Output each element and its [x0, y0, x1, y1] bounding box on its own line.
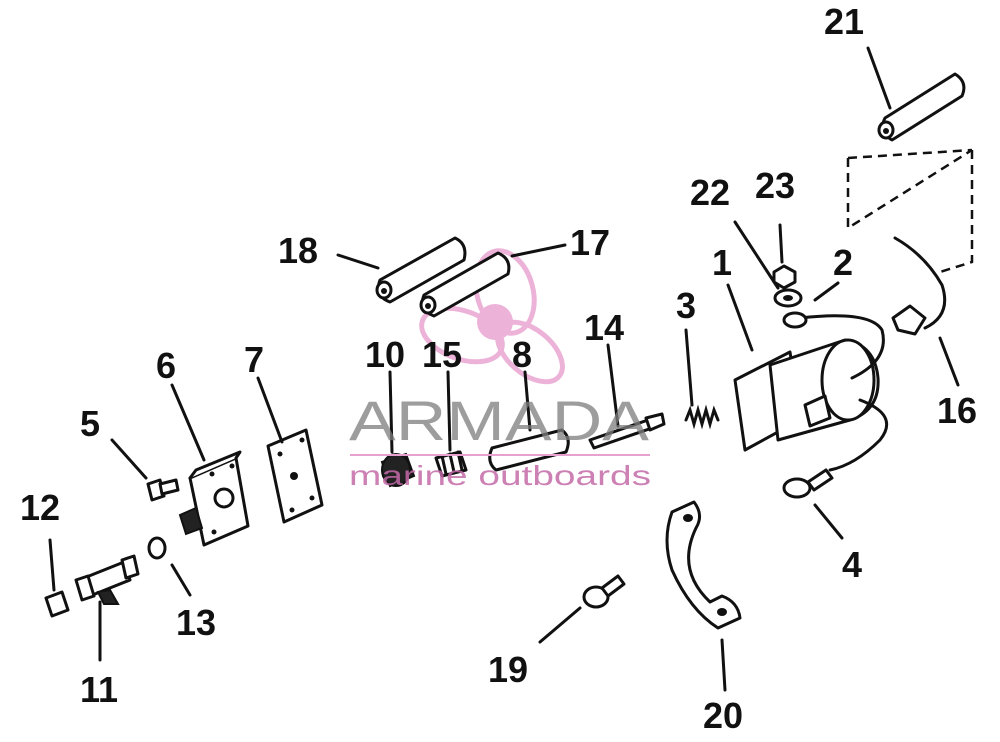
part-11-fitting [74, 554, 140, 605]
label-22: 22 [690, 172, 730, 213]
leader-5 [110, 438, 148, 480]
part-7-gasket [266, 428, 324, 524]
label-17: 17 [570, 222, 610, 263]
part-2-ring-terminal [782, 311, 808, 329]
label-16: 16 [937, 390, 977, 431]
part-12-cap [44, 590, 70, 618]
leader-4 [813, 503, 844, 540]
leader-16 [938, 336, 960, 387]
leader-22 [733, 220, 780, 290]
part-20-strap-clamp [665, 500, 742, 630]
part-8-sleeve [488, 428, 570, 472]
leader-23 [778, 223, 784, 264]
leader-1 [726, 283, 754, 352]
label-23: 23 [755, 165, 795, 206]
part-5-screw [146, 478, 180, 502]
part-10-bushing [380, 452, 416, 488]
leader-13 [170, 563, 192, 597]
label-19: 19 [488, 649, 528, 690]
label-8: 8 [512, 334, 532, 375]
part-4-ring-terminal [782, 468, 834, 499]
leader-2 [813, 281, 840, 302]
label-7: 7 [244, 339, 264, 380]
label-14: 14 [584, 307, 624, 348]
leader-8 [523, 370, 532, 432]
label-3: 3 [676, 285, 696, 326]
part-14-plunger-rod [588, 412, 666, 450]
label-10: 10 [365, 334, 405, 375]
label-1: 1 [712, 242, 732, 283]
part-16-wire-clamp [891, 236, 947, 336]
part-6-cover-plate [178, 450, 250, 547]
label-4: 4 [842, 544, 862, 585]
part-21-tube [877, 72, 966, 142]
label-20: 20 [703, 695, 743, 736]
part-18-tube [375, 236, 467, 304]
label-5: 5 [80, 403, 100, 444]
part-3-spring [684, 404, 720, 430]
dashed-bracket-21-16 [846, 148, 974, 274]
leader-17 [510, 243, 567, 258]
part-19-screw [582, 574, 626, 609]
leader-20 [720, 638, 727, 692]
leader-6 [170, 383, 206, 462]
leader-18 [336, 253, 380, 270]
part-1-solenoid [733, 314, 889, 472]
label-18: 18 [278, 230, 318, 271]
leader-21 [866, 46, 892, 110]
label-11: 11 [80, 669, 118, 710]
part-17-tube [419, 251, 511, 318]
label-2: 2 [833, 242, 853, 283]
leader-7 [256, 376, 284, 444]
leader-3 [684, 328, 694, 407]
watermark-tagline: marine outboards [349, 460, 651, 491]
leader-10 [388, 370, 394, 454]
label-15: 15 [422, 334, 462, 375]
leader-15 [446, 370, 452, 452]
label-21: 21 [824, 1, 864, 42]
label-6: 6 [156, 345, 176, 386]
label-13: 13 [176, 602, 216, 643]
watermark-brand: ARMADA [349, 389, 650, 452]
leader-12 [48, 538, 56, 592]
leader-14 [606, 343, 620, 428]
label-12: 12 [20, 487, 60, 528]
watermark-propeller-icon [419, 248, 565, 385]
part-22-washer [773, 288, 803, 308]
leader-19 [538, 606, 582, 644]
part-13-o-ring [147, 536, 167, 560]
